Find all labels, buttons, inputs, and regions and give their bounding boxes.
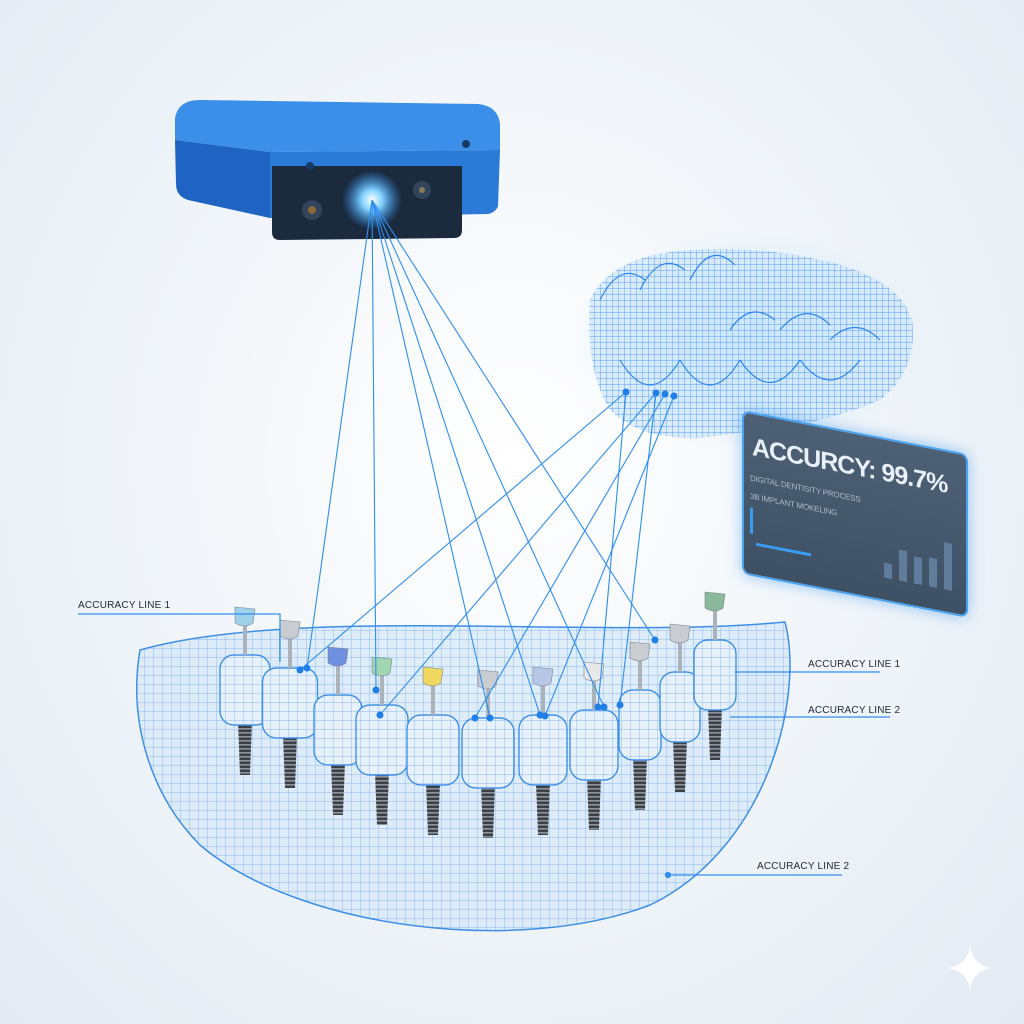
scan-point (616, 701, 624, 709)
scan-point (622, 388, 630, 396)
scan-point (372, 686, 380, 694)
label-leaders (78, 613, 890, 879)
panel-bar (914, 555, 922, 585)
tooth-implant (406, 666, 460, 835)
panel-bar (899, 549, 907, 583)
scan-point (296, 666, 304, 674)
label-accuracy-line-1-right: ACCURACY LINE 1 (808, 659, 901, 670)
tooth-implant (569, 661, 619, 830)
scan-point (661, 390, 669, 398)
upper-jaw-model (570, 230, 930, 450)
panel-progress-bar (756, 542, 811, 557)
panel-bar (884, 562, 892, 580)
tooth-implant (693, 591, 737, 760)
panel-bar (929, 557, 937, 588)
scan-beam (474, 393, 666, 719)
scan-beam (371, 199, 491, 719)
scan-beam (371, 199, 605, 708)
scan-point (600, 703, 608, 711)
teeth-row (219, 591, 737, 838)
scan-point (471, 714, 479, 722)
scan-beam (597, 391, 627, 708)
scan-beam (371, 199, 541, 716)
tooth-implant (659, 623, 701, 792)
label-accuracy-line-2-right: ACCURACY LINE 2 (808, 705, 901, 716)
panel-accent-vertical (750, 507, 753, 535)
scan-point (303, 664, 311, 672)
scan-beam (544, 395, 675, 717)
scan-beam (371, 199, 377, 691)
scan-point (376, 711, 384, 719)
scan-beam (306, 199, 373, 669)
scan-beam (379, 392, 657, 716)
tooth-implant (261, 619, 319, 788)
scan-point (486, 714, 494, 722)
tooth-implant (355, 656, 409, 825)
scan-beam (619, 392, 657, 706)
scan-point (651, 636, 659, 644)
label-accuracy-line-2-bottom: ACCURACY LINE 2 (757, 861, 850, 872)
scanner-device (175, 100, 500, 240)
tooth-implant (518, 666, 568, 835)
scan-point (670, 392, 678, 400)
panel-bar (944, 541, 952, 591)
sparkle-icon (948, 945, 992, 991)
scan-beam (371, 199, 656, 641)
scan-point (541, 712, 549, 720)
scan-point (652, 389, 660, 397)
label-accuracy-line-1-left: ACCURACY LINE 1 (78, 600, 171, 611)
scan-beams (296, 199, 678, 722)
scan-beam (299, 391, 627, 671)
tooth-implant (313, 646, 363, 815)
tooth-implant (461, 669, 515, 838)
scan-point (594, 703, 602, 711)
